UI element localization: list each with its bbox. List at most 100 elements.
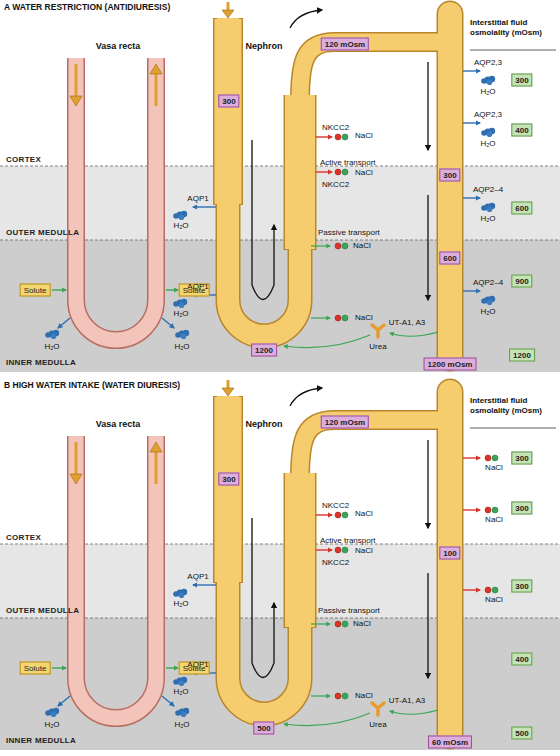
interstitial-value-box: 500	[511, 727, 532, 740]
box-text: 300	[222, 96, 235, 107]
annotation-label: H₂O	[173, 309, 188, 318]
panel-b-illustration	[0, 380, 560, 750]
annotation-label: NaCl	[485, 463, 503, 472]
annotation-label: H₂O	[174, 342, 189, 351]
annotation-label: NaCl	[355, 168, 373, 177]
collecting-duct-nacl-arrow	[463, 509, 480, 510]
zone-label: INNER MEDULLA	[6, 736, 76, 745]
collecting-duct-water-arrow	[463, 197, 480, 198]
annotation-label: NaCl	[355, 546, 373, 555]
osmolality-box: 1200 mOsm	[424, 358, 477, 371]
collecting-duct-water-arrow	[481, 296, 495, 305]
annotation-label: H₂O	[174, 720, 189, 729]
panel-heading: A WATER RESTRICTION (ANTIDIURESIS)	[4, 3, 170, 12]
panel-a-illustration	[0, 2, 560, 372]
box-text: 120 mOsm	[325, 417, 365, 428]
collecting-duct-nacl-arrow	[463, 455, 498, 593]
osmolality-box: 120 mOsm	[321, 416, 369, 429]
column-heading: Interstitial fluid osmolality (mOsm)	[470, 396, 550, 416]
zone-label: INNER MEDULLA	[6, 358, 76, 367]
box-text: 900	[515, 276, 528, 287]
box-text: 600	[515, 203, 528, 214]
box-text: 400	[515, 654, 528, 665]
box-text: 60 mOsm	[432, 737, 468, 748]
box-text: Solute	[24, 285, 47, 296]
annotation-label: Urea	[369, 720, 386, 729]
collecting-duct-nacl-arrow	[463, 589, 480, 590]
interstitial-value-box: 400	[511, 653, 532, 666]
box-text: 400	[515, 125, 528, 136]
box-text: 300	[515, 503, 528, 514]
osmolality-box: 300	[218, 95, 239, 108]
osmolality-box: 100	[439, 547, 460, 560]
annotation-label: H₂O	[480, 87, 495, 96]
interstitial-value-box: 300	[511, 74, 532, 87]
annotation-label: NKCC2	[322, 558, 349, 567]
annotation-label: Active transport	[320, 158, 376, 167]
collecting-duct-nacl-arrow	[463, 457, 480, 458]
box-text: 300	[515, 75, 528, 86]
annotation-label: NaCl	[355, 509, 373, 518]
box-text: 1200	[513, 350, 531, 361]
box-text: 300	[515, 453, 528, 464]
box-text: Solute	[24, 663, 47, 674]
osmolality-box: 120 mOsm	[321, 38, 369, 51]
solute-box: Solute	[20, 662, 51, 675]
annotation-label: UT-A1, A3	[389, 696, 425, 705]
interstitial-value-box: 1200	[509, 349, 535, 362]
interstitial-value-box: 400	[511, 124, 532, 137]
box-text: 120 mOsm	[325, 39, 365, 50]
box-text: 500	[257, 723, 270, 734]
collecting-duct-water-arrow	[481, 203, 495, 212]
zone-label: OUTER MEDULLA	[6, 228, 79, 237]
annotation-label: H₂O	[480, 307, 495, 316]
zone-label: CORTEX	[6, 155, 41, 164]
annotation-label: UT-A1, A3	[389, 318, 425, 327]
annotation-label: AQP1	[187, 282, 208, 291]
annotation-label: AQP1	[187, 572, 208, 581]
annotation-label: H₂O	[173, 687, 188, 696]
annotation-label: Urea	[369, 342, 386, 351]
annotation-label: AQP2,3	[474, 58, 502, 67]
box-text: 300	[515, 581, 528, 592]
collecting-duct-water-arrow	[463, 122, 480, 123]
annotation-label: H₂O	[173, 599, 188, 608]
osmolality-box: 600	[439, 252, 460, 265]
interstitial-value-box: 300	[511, 452, 532, 465]
annotation-label: AQP2,3	[474, 110, 502, 119]
solute-box: Solute	[20, 284, 51, 297]
annotation-label: H₂O	[44, 720, 59, 729]
structure-name: Nephron	[246, 42, 283, 51]
annotation-label: Active transport	[320, 536, 376, 545]
collecting-duct-nacl-arrow	[485, 507, 498, 513]
annotation-label: NaCl	[353, 619, 371, 628]
interstitial-value-box: 300	[511, 502, 532, 515]
column-heading: Interstitial fluid osmolality (mOsm)	[470, 18, 550, 38]
annotation-label: Passive transport	[318, 606, 380, 615]
annotation-label: Passive transport	[318, 228, 380, 237]
annotation-label: NKCC2	[322, 501, 349, 510]
structure-name: Vasa recta	[96, 420, 141, 429]
osmolality-box: 1200	[251, 344, 277, 357]
box-text: 300	[222, 474, 235, 485]
structure-name: Nephron	[246, 420, 283, 429]
box-text: 100	[443, 548, 456, 559]
annotation-label: AQP2–4	[473, 278, 503, 287]
annotation-label: AQP1	[187, 660, 208, 669]
annotation-label: AQP2–4	[473, 185, 503, 194]
zone-label: OUTER MEDULLA	[6, 606, 79, 615]
interstitial-value-box: 900	[511, 275, 532, 288]
annotation-label: NaCl	[485, 595, 503, 604]
annotation-label: NaCl	[485, 515, 503, 524]
osmolality-box: 60 mOsm	[428, 736, 472, 749]
osmolality-box: 300	[218, 473, 239, 486]
annotation-label: H₂O	[480, 214, 495, 223]
annotation-label: H₂O	[44, 342, 59, 351]
interstitial-value-box: 300	[511, 580, 532, 593]
collecting-duct-water-arrow	[463, 290, 480, 291]
annotation-label: NKCC2	[322, 180, 349, 189]
annotation-label: H₂O	[480, 139, 495, 148]
annotation-label: NaCl	[355, 313, 373, 322]
annotation-label: AQP1	[187, 194, 208, 203]
